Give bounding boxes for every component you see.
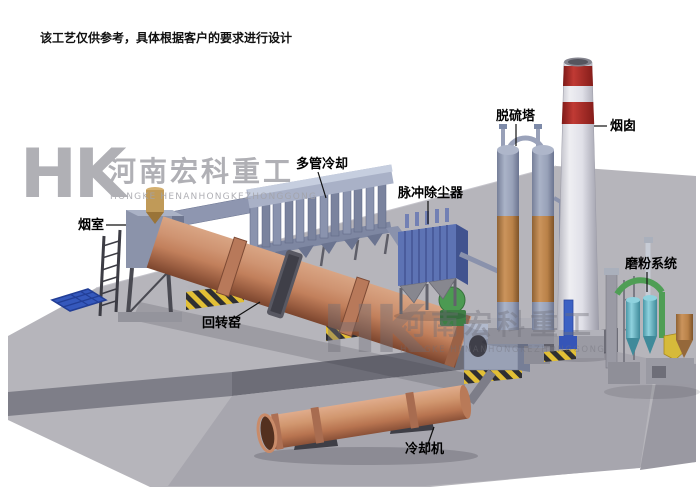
label-line-rotary-kiln <box>232 301 261 320</box>
label-line-multi-tube-cooler <box>317 171 327 199</box>
label-cooling-machine: 冷却机 <box>405 441 444 457</box>
desulfurization-towers <box>482 124 574 348</box>
blue-pallet <box>50 288 108 312</box>
cooling-machine <box>254 384 478 465</box>
label-multi-tube-cooler: 多管冷却 <box>296 156 348 172</box>
chimney-red-band <box>563 66 593 86</box>
watermark-logo: HK <box>20 135 129 214</box>
watermark-company-cn: 河南宏科重工 <box>108 155 294 188</box>
pulse-dust-collector <box>394 208 502 321</box>
label-smoke-chamber: 烟室 <box>78 217 104 233</box>
cyclone-separator <box>626 295 657 356</box>
rotary-kiln <box>146 216 472 368</box>
design-note: 该工艺仅供参考，具体根据客户的要求进行设计 <box>40 30 292 45</box>
kiln-tyre <box>215 236 248 298</box>
right-platform-face <box>640 360 696 470</box>
cooler-manifold <box>246 164 394 209</box>
platform-front-face <box>8 372 232 416</box>
hazard-curb <box>544 349 576 362</box>
kiln-shadow <box>132 302 470 392</box>
label-line-cooling-machine <box>426 426 435 448</box>
tower-a <box>497 145 519 330</box>
chimney-red-band <box>561 102 595 124</box>
grinding-system <box>604 237 700 399</box>
label-desulfurization-tower: 脱硫塔 <box>496 108 536 124</box>
collector-outlet-pipe <box>458 251 502 275</box>
label-rotary-kiln: 回转窑 <box>202 315 241 331</box>
ladder-frame <box>98 229 122 317</box>
discharge-chute <box>466 369 496 405</box>
chimney <box>544 57 614 362</box>
cooler-mouth <box>260 416 276 450</box>
label-grinding-system: 磨粉系统 <box>625 256 677 272</box>
cooler-tube-bank <box>249 183 387 250</box>
kiln-tyre <box>338 276 371 337</box>
label-pulse-dust-collector: 脉冲除尘器 <box>397 185 464 201</box>
collector-top-pipes <box>405 208 449 228</box>
chimney-blue-pipe <box>563 299 574 337</box>
label-chimney: 烟囱 <box>610 118 636 134</box>
tower-b <box>532 145 554 330</box>
